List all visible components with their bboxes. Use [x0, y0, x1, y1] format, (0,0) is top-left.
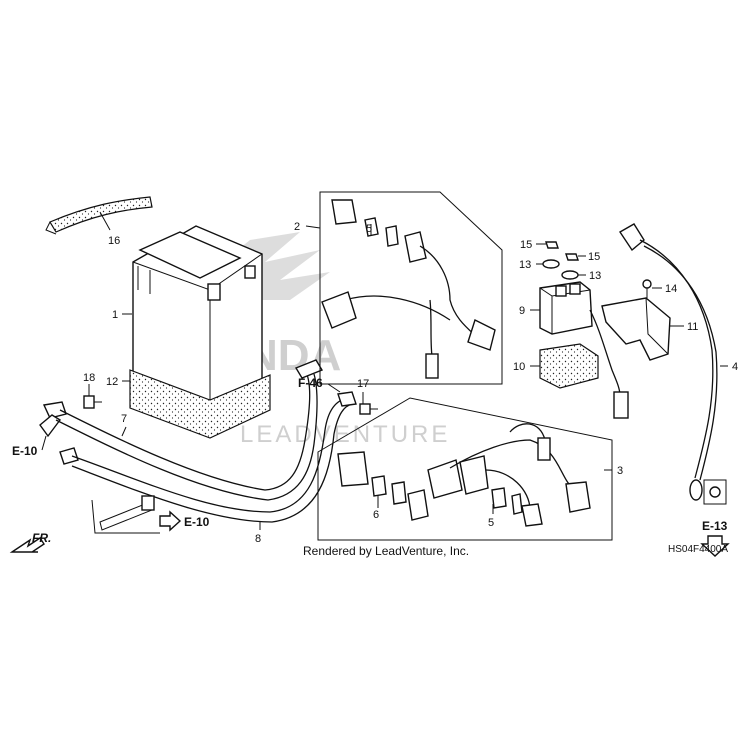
harness-3-frame	[317, 397, 613, 541]
bolt-17[interactable]	[359, 403, 378, 415]
washer-13-right[interactable]	[561, 270, 579, 280]
ref-e10-bottom[interactable]: E-10	[184, 515, 210, 529]
washer-13-left[interactable]	[542, 259, 560, 269]
ref-e13[interactable]: E-13	[702, 519, 728, 533]
callout-5-top: 5	[366, 223, 372, 235]
callout-7: 7	[121, 413, 127, 425]
battery-pad[interactable]	[129, 369, 271, 439]
callout-15-right: 15	[588, 251, 600, 263]
callout-5-bottom: 5	[488, 517, 494, 529]
callout-2: 2	[294, 221, 300, 233]
arrow-e10	[159, 510, 182, 532]
screw-14[interactable]	[642, 279, 652, 298]
callout-15-left: 15	[520, 239, 532, 251]
front-direction-label: FR.	[32, 531, 51, 545]
sub-harness-2[interactable]	[321, 199, 496, 379]
callout-16: 16	[108, 235, 120, 247]
starter-relay[interactable]	[539, 281, 629, 419]
bolt-18[interactable]	[83, 395, 102, 409]
callout-10: 10	[513, 361, 525, 373]
callout-18: 18	[83, 372, 95, 384]
relay-bracket[interactable]	[601, 297, 671, 361]
main-harness-3[interactable]	[337, 423, 591, 527]
callout-3: 3	[617, 465, 623, 477]
e13-nut[interactable]	[703, 479, 727, 505]
callout-13-left: 13	[519, 259, 531, 271]
starter-cable[interactable]	[619, 223, 718, 501]
callout-6: 6	[373, 509, 379, 521]
callout-8: 8	[255, 533, 261, 545]
callout-4: 4	[732, 361, 738, 373]
callout-11: 11	[687, 321, 698, 333]
mounting-bolt[interactable]	[91, 495, 160, 534]
footer-rendered-by: Rendered by LeadVenture, Inc.	[303, 544, 469, 558]
ref-f46[interactable]: F-46	[298, 376, 323, 390]
battery-cable-7[interactable]	[39, 371, 318, 501]
callout-1: 1	[112, 309, 118, 321]
battery-strap[interactable]	[45, 196, 153, 235]
callout-12: 12	[106, 376, 118, 388]
callout-14: 14	[665, 283, 677, 295]
front-arrow-icon	[9, 537, 45, 553]
ref-e10-left[interactable]: E-10	[12, 444, 38, 458]
arrow-e13	[700, 535, 730, 557]
nut-15-right[interactable]	[565, 253, 579, 261]
harness-2-frame	[319, 191, 503, 385]
watermark-company: LEADVENTURE	[240, 421, 450, 448]
nut-15-left[interactable]	[545, 241, 559, 249]
callout-9: 9	[519, 305, 525, 317]
callout-13-right: 13	[589, 270, 601, 282]
diagram-code: HS04F4400A	[668, 544, 728, 555]
relay-cover[interactable]	[539, 343, 599, 389]
